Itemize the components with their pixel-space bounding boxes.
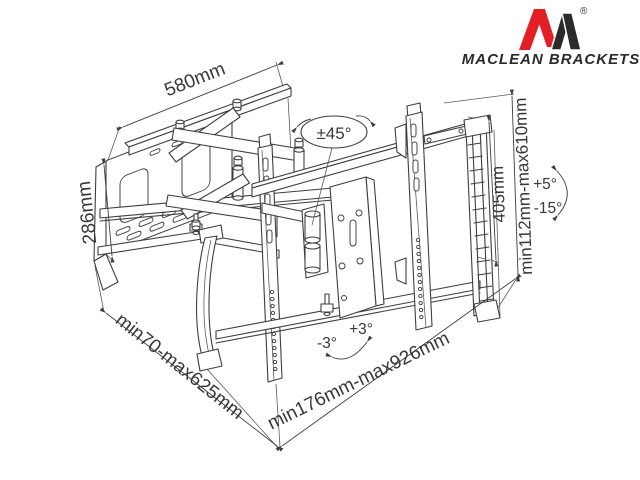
elbow-joint [261,202,329,279]
label-extension-range: min70-max625mm [111,310,247,424]
label-bracket-width-range: min176mm-max926mm [264,328,453,434]
level-annotation: -3° +3° [317,321,373,360]
brand-logo: ® MACLEAN BRACKETS [462,6,640,68]
label-level-left: -3° [317,335,337,352]
registered-icon: ® [580,6,588,17]
swivel-annotation: ±45° [291,115,376,226]
label-wall-plate-width: 580mm [162,59,229,102]
dimension-bracket-height: 405mm [486,115,509,267]
label-level-right: +3° [349,321,373,338]
vesa-plate [329,176,385,319]
tilt-annotation: +5° -15° [533,164,568,222]
label-bracket-height: 405mm [488,166,509,223]
label-tilt-up: +5° [533,176,557,193]
fixing-bolt [320,293,334,317]
label-tilt-down: -15° [534,200,563,217]
fixing-bolt [191,219,201,231]
brand-mark-icon [519,9,582,51]
brand-wordmark: MACLEAN BRACKETS [462,51,640,68]
label-swivel-range: ±45° [316,124,351,143]
